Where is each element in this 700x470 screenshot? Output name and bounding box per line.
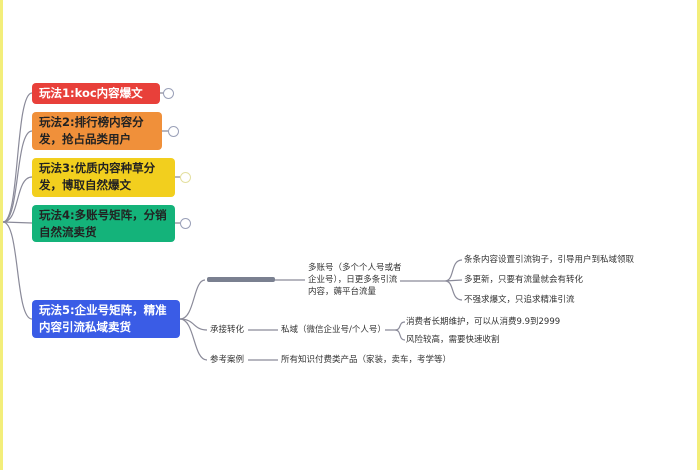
badge-icon-4[interactable]	[180, 218, 191, 229]
branch-node-4[interactable]: 玩法4:多账号矩阵，分销自然流卖货	[32, 205, 175, 242]
left-frame-border	[0, 0, 3, 470]
connector-1	[2, 92, 33, 223]
multi-account-node[interactable]: 多账号（多个个人号或者企业号），日更多条引流内容，薅平台流量	[308, 263, 402, 297]
private-domain-node[interactable]: 私域（微信企业号/个人号）	[281, 325, 386, 335]
multi-item-3[interactable]: 不强求爆文，只追求精准引流	[464, 295, 575, 305]
branch-node-1[interactable]: 玩法1:koc内容爆文	[32, 83, 160, 104]
connector-2	[2, 130, 33, 223]
private-item-2[interactable]: 风险较高，需要快速收割	[406, 335, 500, 345]
connector-5a	[179, 279, 206, 320]
badge-icon-1[interactable]	[163, 88, 174, 99]
right-frame-border	[697, 0, 700, 470]
private-item-1[interactable]: 消费者长期维护，可以从消费9.9到2999	[406, 317, 561, 327]
reference-node[interactable]: 参考案例	[210, 355, 245, 365]
connector-5c	[179, 318, 208, 361]
branch-node-3[interactable]: 玩法3:优质内容种草分发，博取自然爆文	[32, 158, 175, 197]
placeholder-topic-bar[interactable]	[207, 277, 275, 282]
multi-item-2[interactable]: 多更新，只要有流量就会有转化	[464, 275, 584, 285]
reference-text-node[interactable]: 所有知识付费类产品（家装，卖车，考学等）	[281, 355, 452, 365]
branch-node-2[interactable]: 玩法2:排行榜内容分发，抢占品类用户	[32, 112, 162, 150]
badge-icon-3[interactable]	[180, 172, 191, 183]
conversion-node[interactable]: 承接转化	[210, 325, 245, 335]
connector-5	[2, 221, 33, 320]
multi-item-1[interactable]: 条条内容设置引流钩子，引导用户到私域领取	[464, 255, 635, 265]
branch-node-5[interactable]: 玩法5:企业号矩阵，精准内容引流私域卖货	[32, 300, 180, 338]
badge-icon-2[interactable]	[168, 126, 179, 137]
connector-4	[2, 221, 33, 224]
connector-3	[2, 176, 33, 223]
